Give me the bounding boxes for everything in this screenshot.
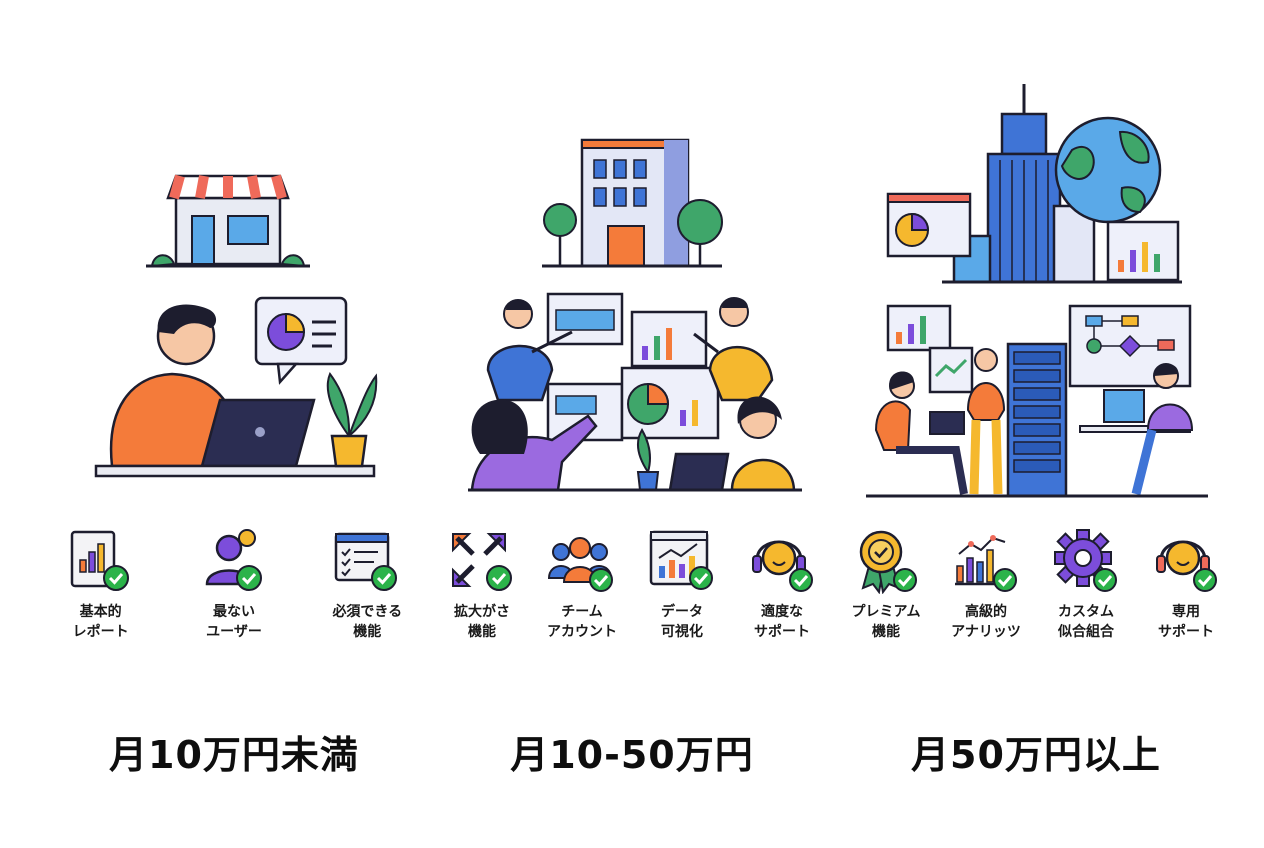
feature-label: 拡大がさ 機能 [454, 604, 510, 640]
feature-item: 拡大がさ 機能 [434, 528, 530, 642]
premium-badge-icon [859, 530, 917, 594]
skyscraper-icon [952, 84, 1096, 284]
feature-label: 最ない ユーザー [206, 604, 262, 640]
feature-item: カスタム 似合組合 [1038, 528, 1134, 642]
enterprise-illustration [866, 84, 1208, 498]
person-presenting-left [486, 299, 573, 402]
feature-item: 基本的 レポート [53, 528, 149, 642]
shop-icon [146, 174, 310, 268]
server-rack-icon [1006, 342, 1068, 498]
person-seated-yellow [668, 396, 796, 492]
feature-label: チーム アカウント [547, 604, 617, 640]
feature-label: 専用 サポート [1158, 604, 1214, 640]
data-visualization-icon [649, 530, 713, 590]
gear-icon [1054, 529, 1117, 592]
pie-chart-board [620, 366, 720, 440]
feature-item: 専用 サポート [1138, 528, 1234, 642]
feature-item: 適度な サポート [734, 528, 830, 642]
price-label: 月50万円以上 [911, 733, 1161, 777]
tier-enterprise: プレミアム 機能 高級的 アナリッツ [836, 0, 1236, 848]
feature-item: チーム アカウント [534, 528, 630, 642]
expand-arrows-icon [452, 533, 512, 591]
feature-item: データ 可視化 [634, 528, 730, 642]
person-presenting-right [693, 297, 774, 402]
team-office-illustration [468, 138, 802, 492]
analytics-icon [955, 535, 1017, 592]
headset-icon [1156, 540, 1217, 592]
bar-chart-window [1106, 220, 1180, 282]
person-seated-purple [470, 399, 598, 492]
headset-icon [752, 540, 813, 592]
tier-medium: 拡大がさ 機能 チーム アカウント [432, 0, 832, 848]
feature-label: プレミアム 機能 [851, 604, 921, 640]
feature-item: 最ない ユーザー [186, 528, 282, 642]
basic-report-icon [70, 530, 129, 591]
feature-list: 基本的 レポート 最ない ユーザー 必須できる 機能 [34, 528, 434, 642]
person-seated-left [874, 371, 968, 495]
office-building-icon [542, 138, 723, 268]
checklist-icon [335, 532, 398, 591]
feature-item: プレミアム 機能 [838, 528, 934, 642]
price-label: 月10万円未満 [109, 733, 359, 777]
feature-item: 高級的 アナリッツ [938, 528, 1034, 642]
feature-label: カスタム 似合組合 [1058, 604, 1114, 640]
single-user-icon [205, 529, 262, 591]
globe-icon [1054, 116, 1162, 224]
price-label: 月10-50万円 [510, 733, 754, 777]
feature-list: 拡大がさ 機能 チーム アカウント [432, 528, 832, 642]
person-with-laptop [94, 304, 376, 478]
tier-small: 基本的 レポート 最ない ユーザー 必須できる 機能 [34, 0, 434, 848]
team-icon [547, 537, 613, 592]
feature-label: データ 可視化 [661, 604, 703, 640]
feature-label: 適度な サポート [754, 604, 810, 640]
feature-label: 必須できる 機能 [332, 604, 403, 640]
feature-label: 高級的 アナリッツ [951, 604, 1021, 640]
plant-icon [326, 372, 378, 468]
small-business-illustration [94, 174, 378, 478]
feature-label: 基本的 レポート [72, 604, 129, 640]
pie-chart-bubble-icon [254, 296, 348, 385]
feature-item: 必須できる 機能 [319, 528, 415, 642]
feature-list: プレミアム 機能 高級的 アナリッツ [836, 528, 1236, 642]
person-desk-right [1079, 363, 1194, 496]
pie-chart-window [886, 192, 972, 258]
person-standing-center [966, 348, 1006, 495]
plant-icon [636, 428, 660, 491]
